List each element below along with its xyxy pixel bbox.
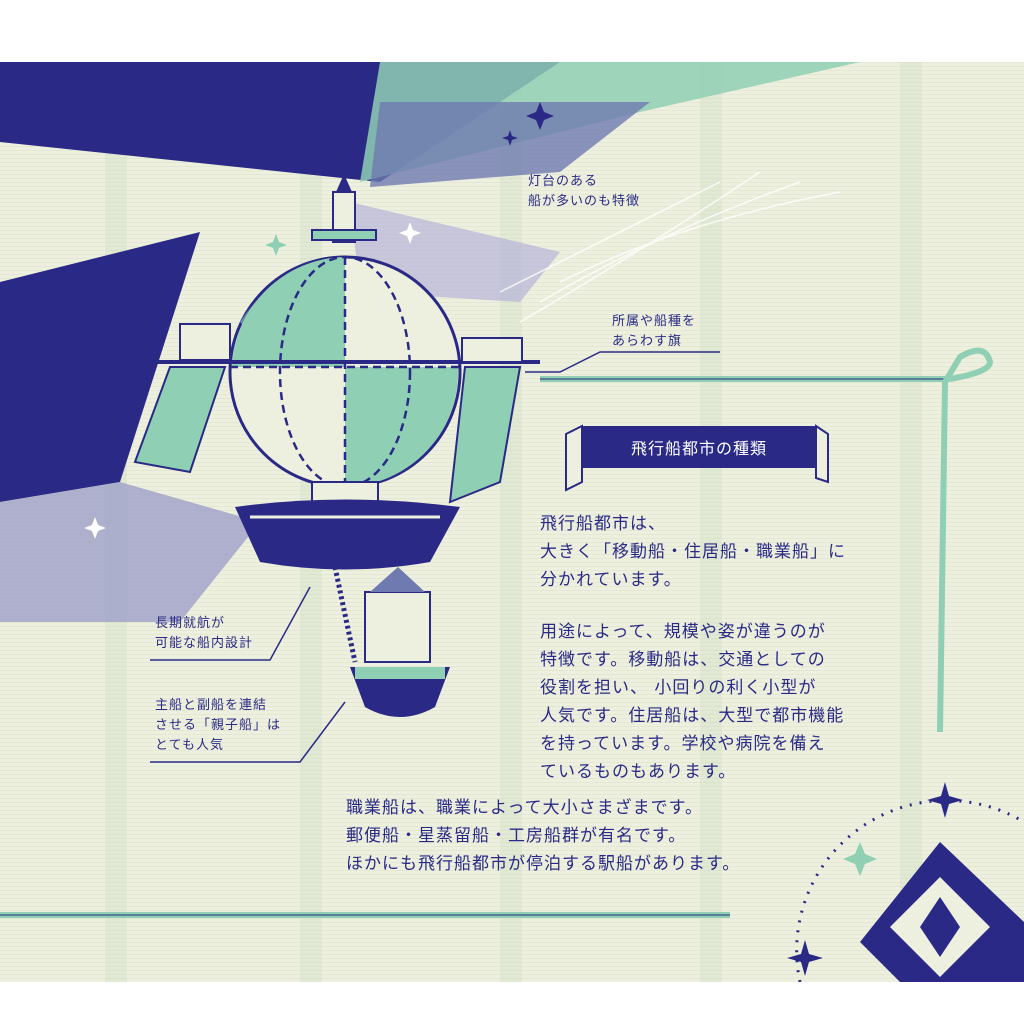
star-icons bbox=[502, 102, 554, 146]
body-line: を持っています。学校や病院を備え bbox=[540, 734, 826, 754]
label-flags: 所属や船種を あらわす旗 bbox=[612, 312, 696, 352]
section-title-banner: 飛行船都市の種類 bbox=[582, 426, 816, 468]
body-paragraph-3: 職業船は、職業によって大小さまざまです。 郵便船・星蒸留船・工房船群が有名です。… bbox=[346, 794, 740, 878]
body-line: ているものもあります。 bbox=[540, 762, 737, 782]
label-line: させる「親子船」は bbox=[155, 718, 282, 733]
label-line: 可能な船内設計 bbox=[155, 636, 254, 651]
label-line: とても人気 bbox=[155, 738, 224, 753]
label-line: 船が多いのも特徴 bbox=[528, 194, 641, 209]
illustrated-page: 灯台のある 船が多いのも特徴 所属や船種を あらわす旗 長期就航が 可能な船内設… bbox=[0, 62, 1024, 982]
airship-illustration bbox=[0, 62, 1024, 982]
label-line: 灯台のある bbox=[528, 174, 599, 189]
body-paragraph-1: 飛行船都市は、 大きく「移動船・住居船・職業船」に 分かれています。 bbox=[540, 510, 846, 594]
body-paragraph-2: 用途によって、規模や姿が違うのが 特徴です。移動船は、交通としての 役割を担い、… bbox=[540, 618, 844, 786]
label-line: 所属や船種を bbox=[612, 314, 697, 329]
label-parent-child-ship: 主船と副船を連結 させる「親子船」は とても人気 bbox=[155, 696, 281, 756]
body-line: 役割を担い、 小回りの利く小型が bbox=[540, 678, 817, 698]
body-line: 郵便船・星蒸留船・工房船群が有名です。 bbox=[346, 826, 687, 846]
label-line: 長期就航が bbox=[155, 616, 226, 631]
body-line: ほかにも飛行船都市が停泊する駅船があります。 bbox=[346, 854, 741, 874]
body-line: 職業船は、職業によって大小さまざまです。 bbox=[346, 798, 703, 818]
label-lighthouse: 灯台のある 船が多いのも特徴 bbox=[528, 172, 640, 212]
body-line: 飛行船都市は、 bbox=[540, 514, 666, 534]
label-long-voyage: 長期就航が 可能な船内設計 bbox=[155, 614, 253, 654]
body-line: 用途によって、規模や姿が違うのが bbox=[540, 622, 826, 642]
label-line: あらわす旗 bbox=[612, 334, 683, 349]
body-line: 特徴です。移動船は、交通としての bbox=[540, 650, 826, 670]
body-line: 分かれています。 bbox=[540, 570, 682, 590]
body-line: 人気です。住居船は、大型で都市機能 bbox=[540, 706, 845, 726]
label-line: 主船と副船を連結 bbox=[155, 698, 268, 713]
body-line: 大きく「移動船・住居船・職業船」に bbox=[540, 542, 846, 562]
